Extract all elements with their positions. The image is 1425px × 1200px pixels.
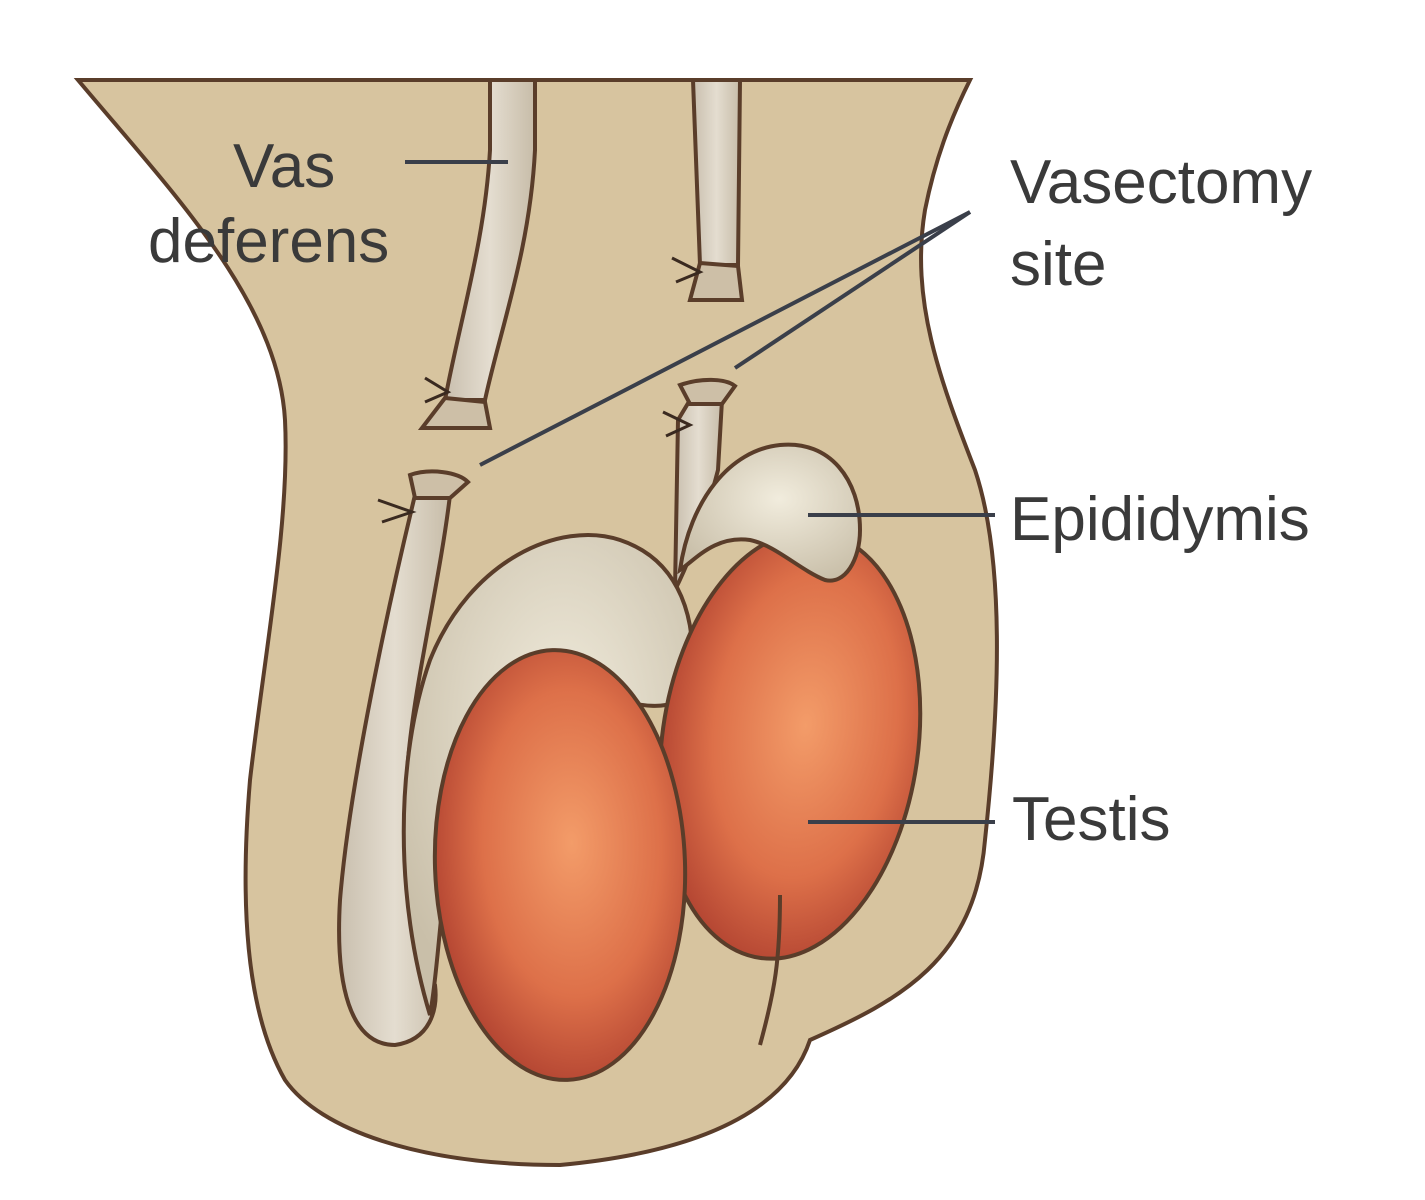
right-lower-tie <box>662 410 694 438</box>
left-upper-tie <box>424 376 452 404</box>
label-vas-deferens-line1: Vas <box>233 132 335 201</box>
right-vas-lower-cut <box>677 377 738 406</box>
label-vas-deferens-line2: deferens <box>148 207 389 276</box>
right-vas-upper-cut <box>687 260 745 302</box>
scrotal-crease <box>758 894 782 1046</box>
label-epididymis: Epididymis <box>1010 485 1310 554</box>
left-vas-lower <box>337 493 453 1048</box>
label-testis: Testis <box>1012 785 1170 854</box>
right-vas-upper <box>690 78 743 267</box>
left-testis <box>432 648 688 1082</box>
right-epididymis <box>677 442 863 583</box>
left-vas-upper-cut <box>417 395 493 430</box>
vasectomy-leader-right <box>733 210 972 370</box>
label-vas-deferens: Vas deferens <box>148 132 389 276</box>
left-lower-tie <box>377 498 417 524</box>
right-upper-tie <box>671 256 704 284</box>
label-vasectomy-site-line2: site <box>1010 230 1106 299</box>
vasectomy-leader-left <box>479 210 971 467</box>
label-vasectomy-site-line1: Vasectomy <box>1010 148 1312 217</box>
label-vasectomy-site: Vasectomy site <box>1010 148 1329 299</box>
left-vas-lower-cut <box>407 469 471 500</box>
left-vas-upper <box>442 78 537 402</box>
